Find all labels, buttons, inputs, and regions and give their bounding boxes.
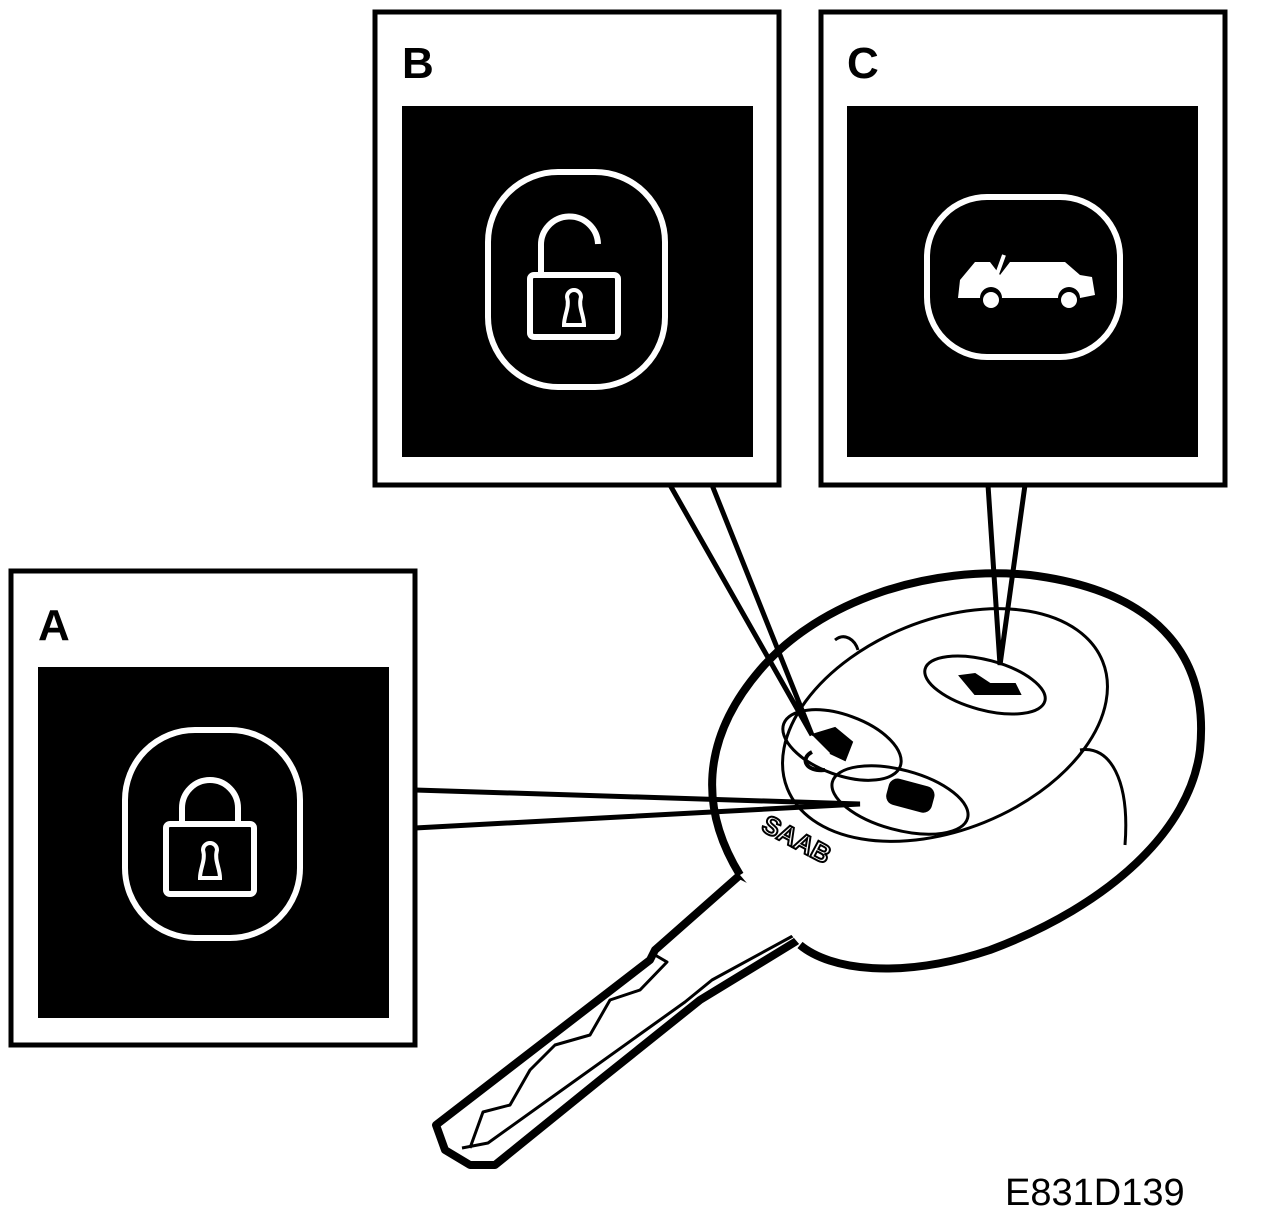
panel-b-label: B: [402, 39, 434, 88]
panel-a-label: A: [38, 601, 70, 650]
trunk-button: [923, 654, 1047, 716]
panel-c: C: [818, 9, 1228, 488]
fob-lock-icon: [886, 778, 935, 813]
panel-b: B: [372, 9, 782, 488]
panel-c-label: C: [847, 39, 879, 88]
car-trunk-open-icon: [924, 194, 1123, 360]
lock-closed-icon: [122, 727, 303, 941]
pointer-b: [667, 483, 815, 737]
callout-pointers: [414, 483, 1028, 831]
panel-a: A: [8, 568, 418, 1048]
lock-button: [830, 764, 970, 836]
unlock-button: [781, 708, 903, 782]
figure-code: E831D139: [1005, 1172, 1185, 1214]
pointer-a: [414, 787, 861, 831]
pointer-c: [985, 484, 1028, 666]
key-blade: [432, 871, 809, 1169]
fob-car-icon: [958, 672, 1022, 695]
key-fob: SAAB: [708, 569, 1206, 973]
lock-open-icon: [485, 169, 668, 390]
fob-unlock-icon: [811, 726, 854, 762]
